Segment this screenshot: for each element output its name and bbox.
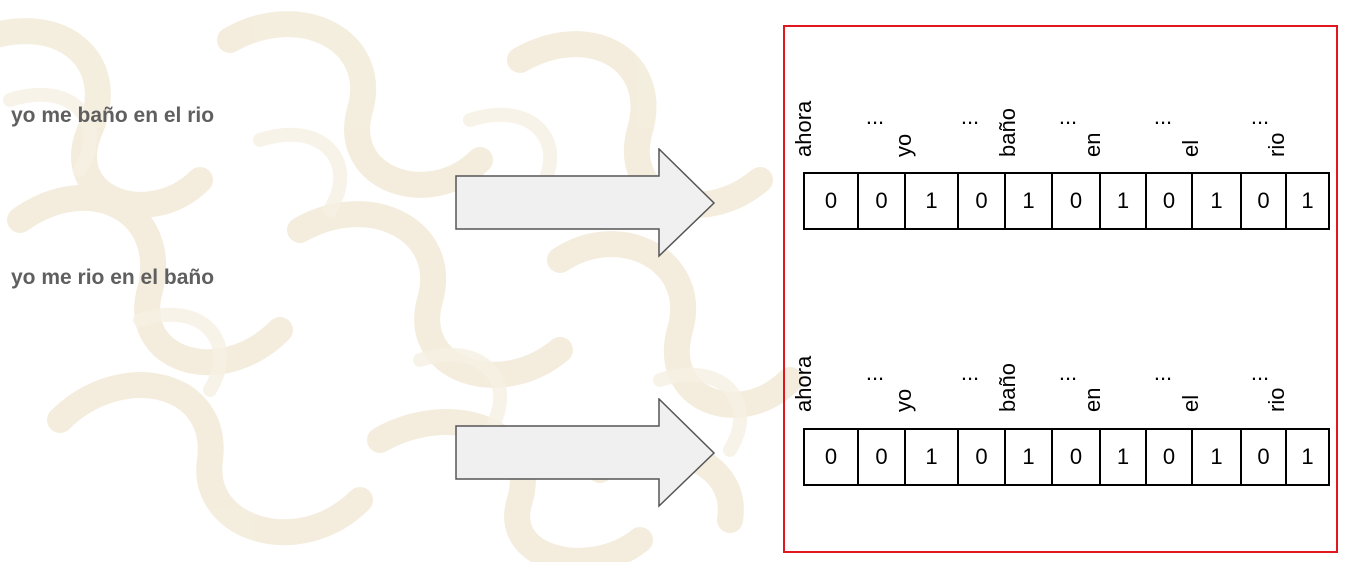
ellipsis: ... (865, 360, 885, 385)
vector-cell: 1 (1287, 430, 1330, 484)
ellipsis: ... (1058, 104, 1078, 129)
vector-cell: 0 (1053, 174, 1101, 228)
vector-cell: 1 (1006, 430, 1053, 484)
vector-frame (783, 25, 1338, 553)
vector-label: ahora (791, 100, 816, 157)
vector-label: yo (891, 388, 916, 412)
arrow-right-icon (455, 398, 716, 508)
vector-cell: 0 (1242, 430, 1287, 484)
ellipsis: ... (960, 104, 980, 129)
vector-cell: 0 (1242, 174, 1287, 228)
ellipsis: ... (1153, 104, 1173, 129)
ellipsis: ... (1058, 360, 1078, 385)
vector-cell: 0 (805, 430, 859, 484)
vector-label: en (1080, 387, 1105, 412)
vector-cells: 0 0 1 0 1 0 1 0 1 0 1 (803, 172, 1330, 230)
arrow-right-icon (455, 148, 716, 258)
vector-label: baño (995, 108, 1020, 157)
vector-label: ahora (791, 355, 816, 412)
vector-cell: 0 (1147, 174, 1193, 228)
vector-cell: 1 (1006, 174, 1053, 228)
vector-cell: 0 (1147, 430, 1193, 484)
vector-label: baño (995, 363, 1020, 412)
ellipsis: ... (865, 104, 885, 129)
vector-label: el (1178, 139, 1203, 157)
vector-cell: 0 (805, 174, 859, 228)
ellipsis: ... (1250, 360, 1270, 385)
vector-label: en (1080, 132, 1105, 157)
vector-cell: 1 (1287, 174, 1330, 228)
vector-cell: 1 (1193, 430, 1242, 484)
vector-cell: 1 (1193, 174, 1242, 228)
vector-cell: 0 (1053, 430, 1101, 484)
vector-cell: 1 (1101, 174, 1147, 228)
vector-cell: 0 (859, 430, 906, 484)
ellipsis: ... (1153, 360, 1173, 385)
vector-cell: 1 (906, 430, 959, 484)
sentence-2: yo me rio en el baño (11, 266, 215, 289)
vector-cell: 1 (906, 174, 959, 228)
ellipsis: ... (1250, 104, 1270, 129)
sentence-1: yo me baño en el rio (11, 104, 215, 127)
vector-cell: 1 (1101, 430, 1147, 484)
vector-label: rio (1264, 132, 1289, 157)
vector-cell: 0 (859, 174, 906, 228)
vector-cell: 0 (959, 174, 1006, 228)
vector-label: rio (1264, 387, 1289, 412)
vector-label: el (1178, 394, 1203, 412)
vector-label: yo (891, 133, 916, 157)
vector-cell: 0 (959, 430, 1006, 484)
ellipsis: ... (960, 360, 980, 385)
vector-cells: 0 0 1 0 1 0 1 0 1 0 1 (803, 428, 1330, 486)
